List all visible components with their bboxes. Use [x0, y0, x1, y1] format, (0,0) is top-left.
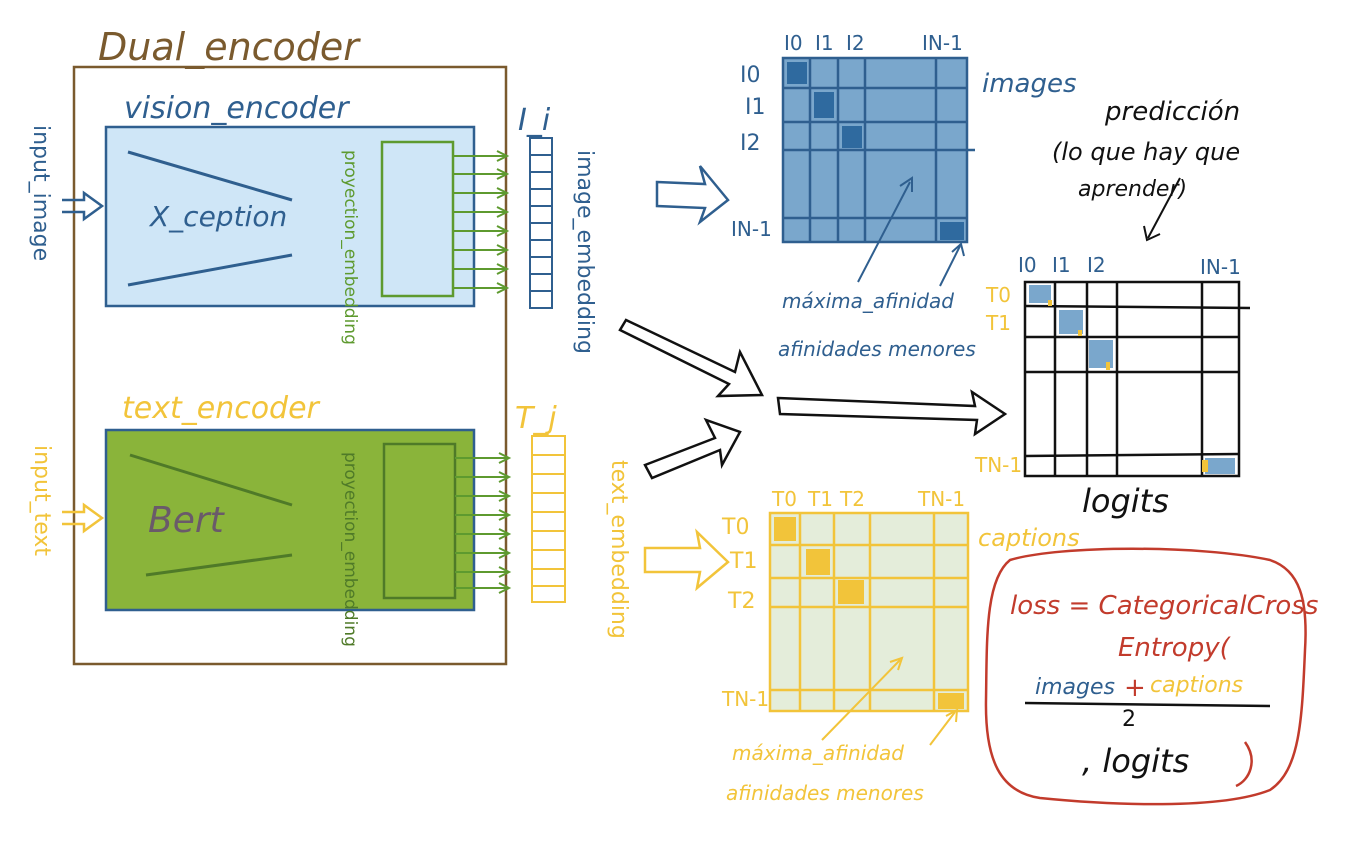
vision-encoder-box — [104, 125, 476, 308]
images-col-1: I1 — [815, 31, 834, 55]
vision-output-arrows — [453, 150, 510, 294]
loss-fraction-bar — [1024, 701, 1271, 708]
images-note-max: máxima_afinidad — [782, 289, 954, 313]
image-embedding-label: image_embedding — [572, 150, 597, 354]
arrow-images-to-logits — [618, 318, 765, 398]
captions-pointer-min-head — [945, 708, 959, 723]
vision-encoder-label: vision_encoder — [124, 91, 350, 126]
vision-backbone-label: X_ception — [148, 200, 287, 233]
images-col-2: I2 — [846, 31, 865, 55]
vision-projection-box — [380, 140, 455, 298]
captions-pointer-min — [929, 711, 956, 746]
images-matrix-name: images — [982, 69, 1077, 99]
prediction-pointer — [1147, 177, 1181, 239]
arrow-to-logits — [776, 389, 1008, 437]
vision-projection-label: proyection_embedding — [340, 150, 360, 345]
captions-col-3: TN-1 — [917, 487, 965, 511]
vision-input-arrow — [62, 190, 105, 222]
logits-col-1: I1 — [1052, 253, 1071, 277]
image-embedding-vector — [529, 137, 553, 309]
prediction-line-3: aprender) — [1078, 177, 1187, 202]
logits-row-1: T1 — [985, 311, 1011, 335]
arrow-to-captions — [643, 528, 730, 592]
loss-numerator-captions: captions — [1150, 673, 1243, 698]
captions-note-max: máxima_afinidad — [732, 741, 904, 765]
loss-bubble — [984, 547, 1307, 806]
prediction-pointer-head — [1143, 225, 1161, 242]
captions-note-min: afinidades menores — [726, 781, 924, 805]
logits-col-2: I2 — [1087, 253, 1106, 277]
dual-encoder-box — [72, 65, 508, 666]
dual-encoder-title: Dual_encoder — [98, 25, 361, 69]
text-encoder-label: text_encoder — [122, 391, 321, 426]
images-row-0: I0 — [740, 63, 761, 88]
logits-row-2: TN-1 — [974, 453, 1022, 477]
loss-close-paren — [1235, 741, 1253, 788]
images-row-3: IN-1 — [731, 217, 772, 241]
text-encoder-box — [104, 428, 476, 612]
text-taper-top — [129, 453, 293, 507]
images-pointer-max-head — [899, 176, 913, 192]
images-pointer-max — [857, 181, 911, 283]
loss-denominator: 2 — [1122, 707, 1136, 732]
text-projection-box — [382, 442, 457, 600]
text-output-arrows — [455, 452, 512, 594]
captions-col-0: T0 — [771, 487, 797, 511]
captions-row-3: TN-1 — [721, 687, 769, 711]
loss-line-2: Entropy( — [1118, 633, 1232, 663]
text-backbone-label: Bert — [148, 500, 226, 541]
images-row-2: I2 — [740, 131, 761, 156]
captions-col-2: T2 — [839, 487, 865, 511]
prediction-line-2: (lo que hay que — [1052, 138, 1240, 166]
captions-pointer-max — [821, 659, 901, 741]
images-row-1: I1 — [745, 95, 766, 120]
prediction-line-1: predicción — [1104, 97, 1240, 127]
text-input-label: input_text — [29, 445, 54, 556]
arrow-to-images — [655, 165, 730, 226]
captions-col-1: T1 — [807, 487, 833, 511]
logits-col-0: I0 — [1018, 253, 1037, 277]
images-pointer-min — [939, 245, 961, 287]
text-input-arrow — [62, 502, 105, 534]
text-embed-symbol: T_j — [515, 401, 557, 436]
logits-matrix-name: logits — [1082, 482, 1169, 520]
text-projection-label: proyection_embedding — [340, 452, 360, 647]
images-note-min: afinidades menores — [778, 337, 976, 361]
images-matrix — [781, 56, 975, 244]
images-col-3: IN-1 — [922, 31, 963, 55]
loss-numerator-images: images — [1035, 675, 1115, 700]
text-taper-bottom — [145, 553, 293, 577]
images-col-0: I0 — [784, 31, 803, 55]
captions-row-2: T2 — [727, 589, 755, 614]
text-embedding-vector — [531, 435, 566, 603]
logits-col-3: IN-1 — [1200, 255, 1241, 279]
vision-input-label: input_image — [28, 125, 53, 261]
vision-taper-top — [127, 150, 293, 202]
captions-pointer-max-head — [889, 656, 904, 671]
logits-matrix — [1023, 280, 1251, 478]
text-embedding-label: text_embedding — [606, 460, 631, 639]
loss-plus: + — [1124, 673, 1146, 703]
logits-row-0: T0 — [985, 283, 1011, 307]
arrow-captions-to-logits — [643, 417, 742, 480]
loss-line-1: loss = CategoricalCross — [1010, 591, 1318, 621]
captions-matrix — [768, 511, 970, 713]
image-embed-symbol: I_i — [518, 103, 551, 138]
captions-row-0: T0 — [721, 515, 749, 540]
captions-row-1: T1 — [729, 549, 757, 574]
captions-matrix-name: captions — [978, 524, 1080, 552]
loss-tail: , logits — [1082, 742, 1189, 780]
vision-taper-bottom — [127, 253, 293, 287]
images-pointer-min-head — [951, 242, 965, 257]
